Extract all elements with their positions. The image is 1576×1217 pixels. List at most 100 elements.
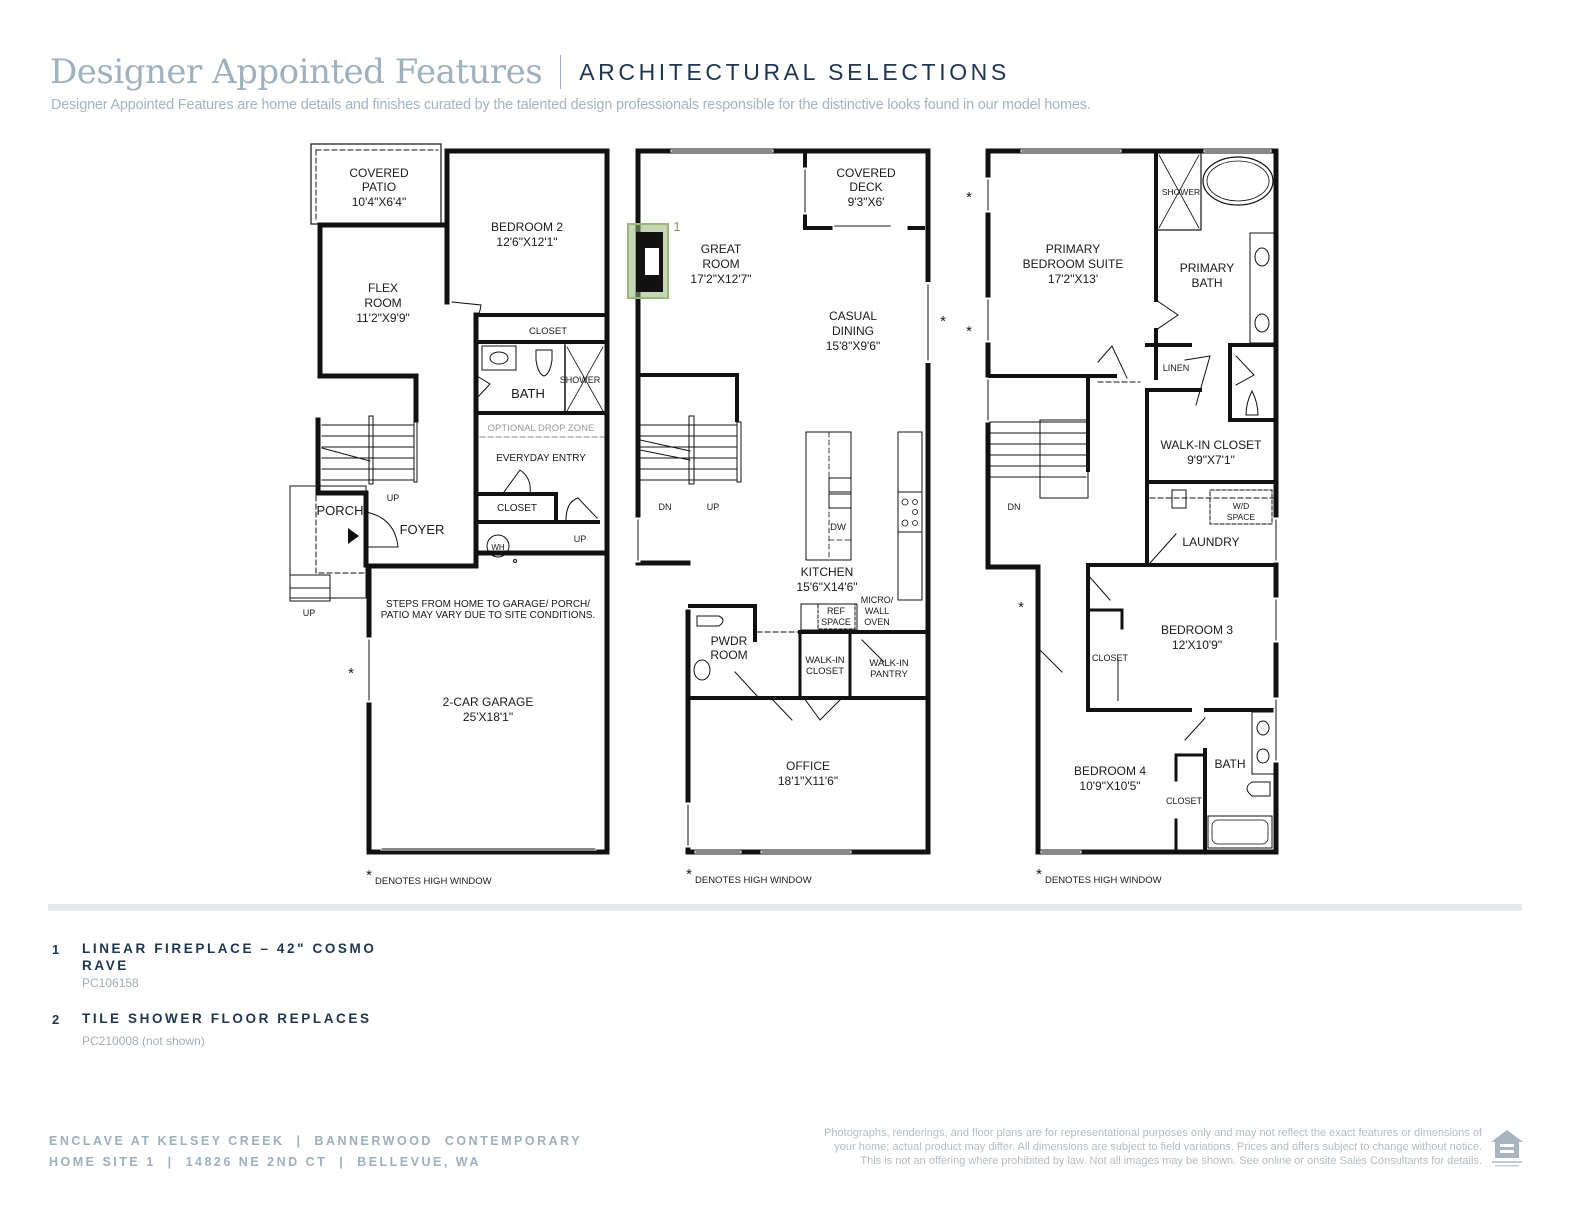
high-window-marker: *: [366, 867, 372, 884]
appliance-label: SPACE: [1227, 512, 1256, 522]
title-separator: [560, 55, 562, 89]
feature-item: 2 TILE SHOWER FLOOR REPLACES PC210008 (n…: [52, 1010, 472, 1048]
room-label: COVERED: [836, 166, 896, 180]
community-line: ENCLAVE AT KELSEY CREEK | BANNERWOOD CON…: [49, 1134, 583, 1148]
appliance-label: OVEN: [864, 617, 890, 627]
room-label: CLOSET: [497, 503, 537, 514]
floor-plan-3: [985, 148, 1279, 855]
room-label: LAUNDRY: [1182, 535, 1239, 549]
stair-label: DN: [659, 502, 672, 512]
room-label: OFFICE: [786, 759, 830, 773]
room-label: WALK-IN: [805, 655, 844, 666]
room-label: DECK: [849, 180, 882, 194]
floor-plans: COVERED PATIO 10'4"X6'4" BEDROOM 2 12'6"…: [289, 143, 1279, 887]
room-dimension: 9'9"X7'1": [1187, 453, 1235, 467]
high-window-marker: *: [1036, 866, 1042, 883]
room-dimension: 17'2"X13': [1048, 272, 1098, 286]
floor-plan-2: [627, 148, 931, 855]
room-label: 2-CAR GARAGE: [443, 695, 534, 709]
room-label: COVERED: [349, 166, 409, 180]
community-info: ENCLAVE AT KELSEY CREEK | BANNERWOOD CON…: [49, 1131, 582, 1173]
room-label: CLOSET: [1092, 653, 1129, 663]
room-dimension: 18'1"X11'6": [778, 774, 838, 788]
room-dimension: 10'9"X10'5": [1079, 779, 1140, 793]
room-label: CLOSET: [1166, 796, 1203, 806]
room-dimension: 12'6"X12'1": [496, 235, 557, 249]
room-label: GREAT: [701, 242, 742, 256]
feature-title: LINEAR FIREPLACE – 42" COSMO RAVE: [82, 941, 377, 973]
room-label: ROOM: [710, 648, 747, 662]
site-note: PATIO MAY VARY DUE TO SITE CONDITIONS.: [381, 610, 596, 621]
room-label: EVERYDAY ENTRY: [496, 453, 586, 464]
homesite-line: HOME SITE 1 | 14826 NE 2ND CT | BELLEVUE…: [49, 1155, 481, 1169]
feature-number: 1: [52, 942, 60, 957]
high-window-marker: *: [1018, 599, 1024, 616]
room-dimension: 15'8"X9'6": [826, 339, 880, 353]
room-dimension: 11'2"X9'9": [356, 311, 410, 325]
high-window-note: DENOTES HIGH WINDOW: [375, 876, 492, 887]
room-label: PRIMARY: [1180, 261, 1234, 275]
feature-number: 2: [52, 1012, 60, 1027]
room-label: PORCH: [317, 503, 364, 518]
appliance-label: REF: [827, 606, 846, 616]
room-label: FOYER: [400, 522, 445, 537]
room-label: BEDROOM 2: [491, 220, 563, 234]
high-window-marker: *: [966, 189, 972, 206]
high-window-note: DENOTES HIGH WINDOW: [695, 875, 812, 886]
page-header: Designer Appointed Features ARCHITECTURA…: [50, 52, 1010, 92]
room-label: PRIMARY: [1046, 242, 1100, 256]
room-label: KITCHEN: [801, 565, 854, 579]
page-title: Designer Appointed Features: [50, 52, 543, 92]
appliance-label: MICRO/: [861, 595, 894, 605]
disclaimer-line: Photographs, renderings, and floor plans…: [824, 1127, 1482, 1139]
room-label: DINING: [832, 324, 874, 338]
page-subtitle: ARCHITECTURAL SELECTIONS: [579, 58, 1010, 85]
room-label: BATH: [1191, 276, 1222, 290]
room-label: BATH: [1214, 757, 1245, 771]
room-label: WALK-IN CLOSET: [1161, 438, 1263, 452]
room-label: SHOWER: [1162, 187, 1200, 197]
high-window-marker: *: [686, 866, 692, 883]
room-dimension: 15'6"X14'6": [796, 580, 857, 594]
high-window-marker: *: [348, 665, 354, 682]
room-label: PATIO: [362, 180, 396, 194]
room-label: BATH: [511, 386, 545, 401]
feature-code: PC106158: [82, 976, 139, 990]
room-label: ROOM: [702, 257, 739, 271]
room-label: CLOSET: [806, 666, 844, 677]
site-note: STEPS FROM HOME TO GARAGE/ PORCH/: [386, 599, 590, 610]
feature-marker: 1: [673, 219, 680, 234]
room-dimension: 9'3"X6': [848, 195, 885, 209]
stair-label: UP: [387, 493, 400, 503]
room-label: WALK-IN: [869, 658, 908, 669]
water-heater-label: WH: [491, 543, 505, 552]
high-window-marker: *: [940, 313, 946, 330]
features-list: 1 LINEAR FIREPLACE – 42" COSMO RAVE PC10…: [52, 940, 472, 1068]
room-label: PANTRY: [870, 669, 908, 680]
room-label: CASUAL: [829, 309, 877, 323]
room-label: LINEN: [1163, 363, 1190, 373]
appliance-label: W/D: [1233, 501, 1250, 511]
room-label: BEDROOM 4: [1074, 764, 1146, 778]
high-window-note: DENOTES HIGH WINDOW: [1045, 875, 1162, 886]
disclaimer: Photographs, renderings, and floor plans…: [762, 1126, 1482, 1168]
room-label: BEDROOM SUITE: [1023, 257, 1124, 271]
page-tagline: Designer Appointed Features are home det…: [51, 97, 1091, 113]
feature-item: 1 LINEAR FIREPLACE – 42" COSMO RAVE PC10…: [52, 940, 472, 990]
room-label: FLEX: [368, 281, 398, 295]
room-dimension: 17'2"X12'7": [690, 272, 751, 286]
stair-label: UP: [574, 534, 587, 544]
room-dimension: 10'4"X6'4": [352, 195, 406, 209]
room-dimension: 25'X18'1": [463, 710, 513, 724]
feature-code: PC210008 (not shown): [82, 1034, 205, 1048]
room-label: CLOSET: [529, 326, 567, 337]
stair-label: UP: [303, 608, 316, 618]
room-label: SHOWER: [560, 375, 601, 385]
room-dimension: 12'X10'9": [1172, 638, 1222, 652]
equal-housing-opportunity-icon: [1489, 1128, 1525, 1168]
high-window-marker: *: [966, 323, 972, 340]
room-label: BEDROOM 3: [1161, 623, 1233, 637]
section-divider: [48, 904, 1522, 911]
appliance-label: SPACE: [821, 617, 851, 627]
room-label: PWDR: [711, 634, 748, 648]
